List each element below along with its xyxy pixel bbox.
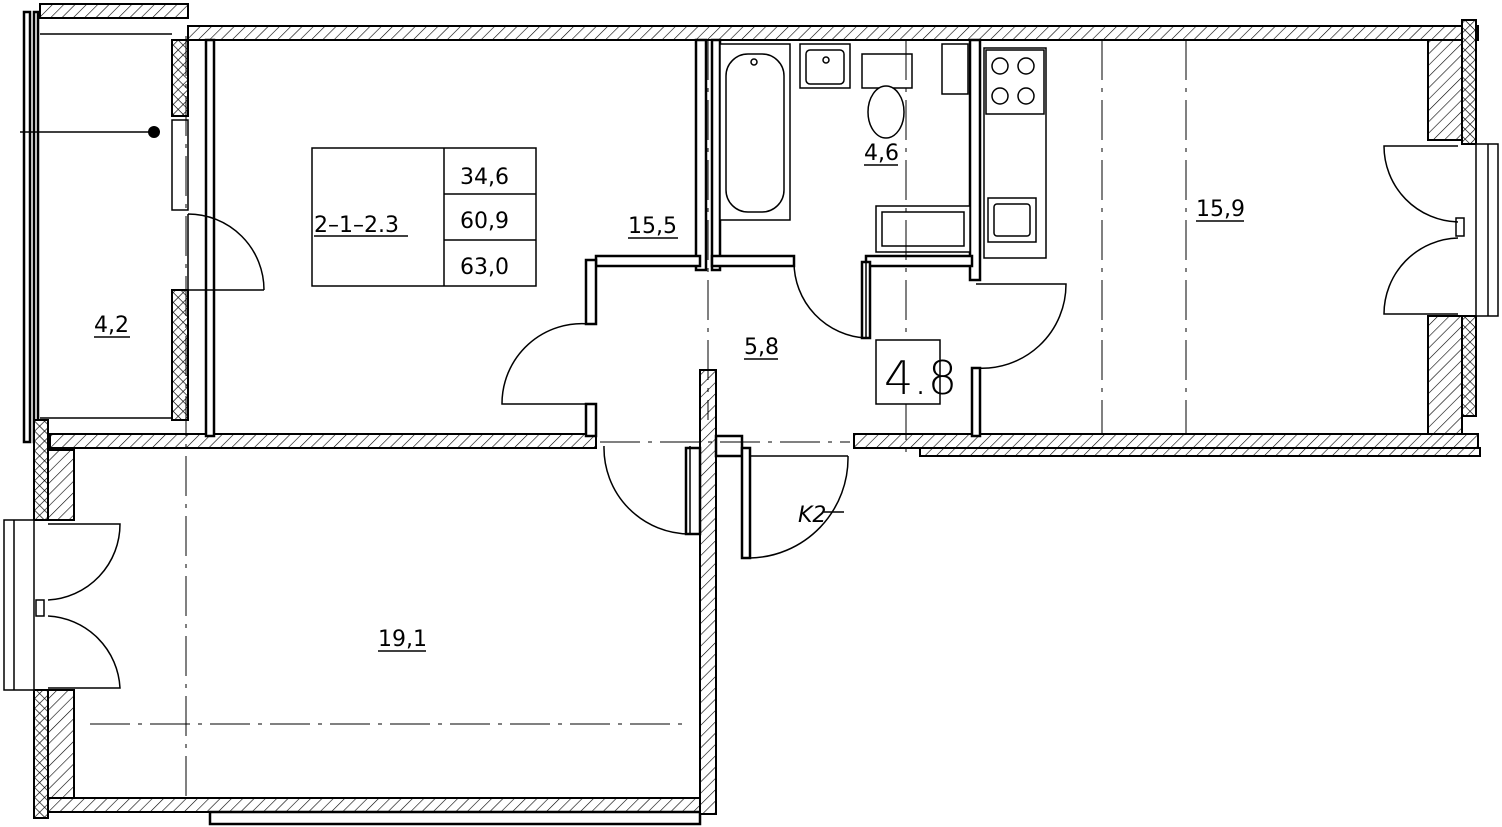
room-area-bottom: 19,1 <box>378 627 427 652</box>
area-living: 34,6 <box>460 165 509 190</box>
apartment-legend: 2–1–2.3 34,6 60,9 63,0 <box>311 147 537 287</box>
room-area-bathroom: 4,6 <box>864 141 899 166</box>
bathroom-fixtures <box>719 43 971 253</box>
section-mark-text: 4.8 <box>884 351 957 405</box>
room-area-hall: 5,8 <box>744 335 779 360</box>
room-area-balcony: 4,2 <box>94 313 129 338</box>
section-mark: 4.8 <box>875 339 957 405</box>
interior-walls <box>204 38 982 815</box>
room-labels: 4,2 15,5 4,6 15,9 5,8 19,1 <box>94 141 1245 652</box>
kitchen-fixtures <box>983 47 1047 259</box>
area-total: 60,9 <box>460 209 509 234</box>
room-area-top: 15,5 <box>628 214 677 239</box>
doors <box>501 261 1067 559</box>
toilet-bowl <box>867 85 905 139</box>
area-with-balcony: 63,0 <box>460 255 509 280</box>
toilet-tank <box>861 53 913 89</box>
balcony <box>20 33 265 419</box>
shaft-label: K2 <box>798 503 826 528</box>
apartment-code: 2–1–2.3 <box>314 213 399 238</box>
windows <box>3 143 1499 691</box>
axis-lines <box>90 36 1187 800</box>
room-area-kitchen: 15,9 <box>1196 197 1245 222</box>
